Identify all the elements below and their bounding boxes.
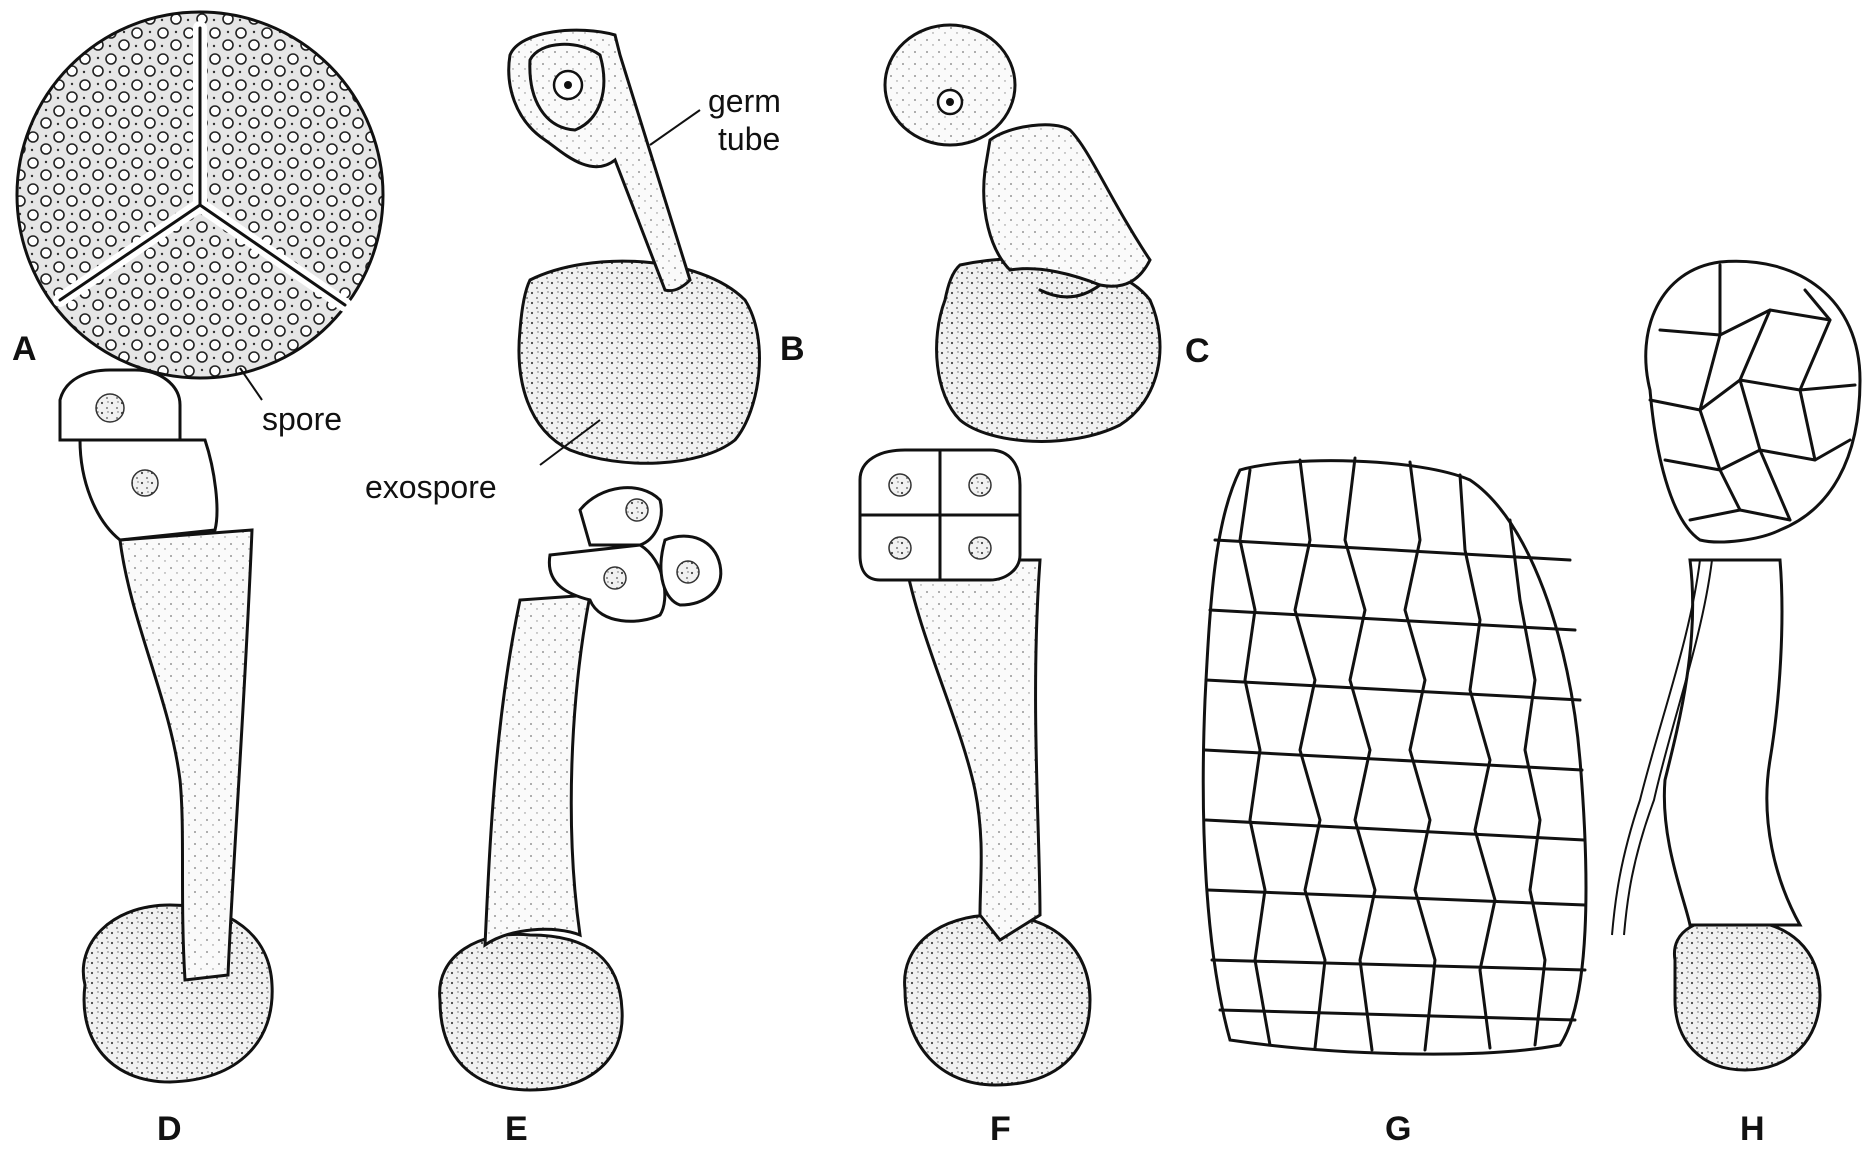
panel-label-e: E (505, 1110, 528, 1148)
callout-germ-tube-line2: tube (718, 121, 780, 157)
panel-h-young-prothallus (1612, 261, 1860, 1070)
panel-label-g: G (1385, 1110, 1411, 1148)
callout-germ-tube-line1: germ (708, 83, 781, 119)
exospore-body (519, 261, 759, 463)
germ-tube (509, 30, 690, 291)
panel-f-protonema (860, 450, 1090, 1085)
panel-label-d: D (157, 1110, 182, 1148)
panel-c-germinating-spore (885, 25, 1160, 441)
panel-label-a: A (12, 330, 37, 368)
panel-e-protonema (440, 488, 721, 1090)
panel-d-protonema (60, 370, 272, 1082)
panel-g-prothallus (1203, 458, 1586, 1054)
callout-exospore: exospore (365, 469, 497, 505)
panel-a-spore (17, 12, 383, 400)
panel-label-c: C (1185, 332, 1210, 370)
callout-spore: spore (262, 401, 342, 437)
panel-label-h: H (1740, 1110, 1765, 1148)
panel-label-f: F (990, 1110, 1011, 1148)
panel-label-b: B (780, 330, 805, 368)
